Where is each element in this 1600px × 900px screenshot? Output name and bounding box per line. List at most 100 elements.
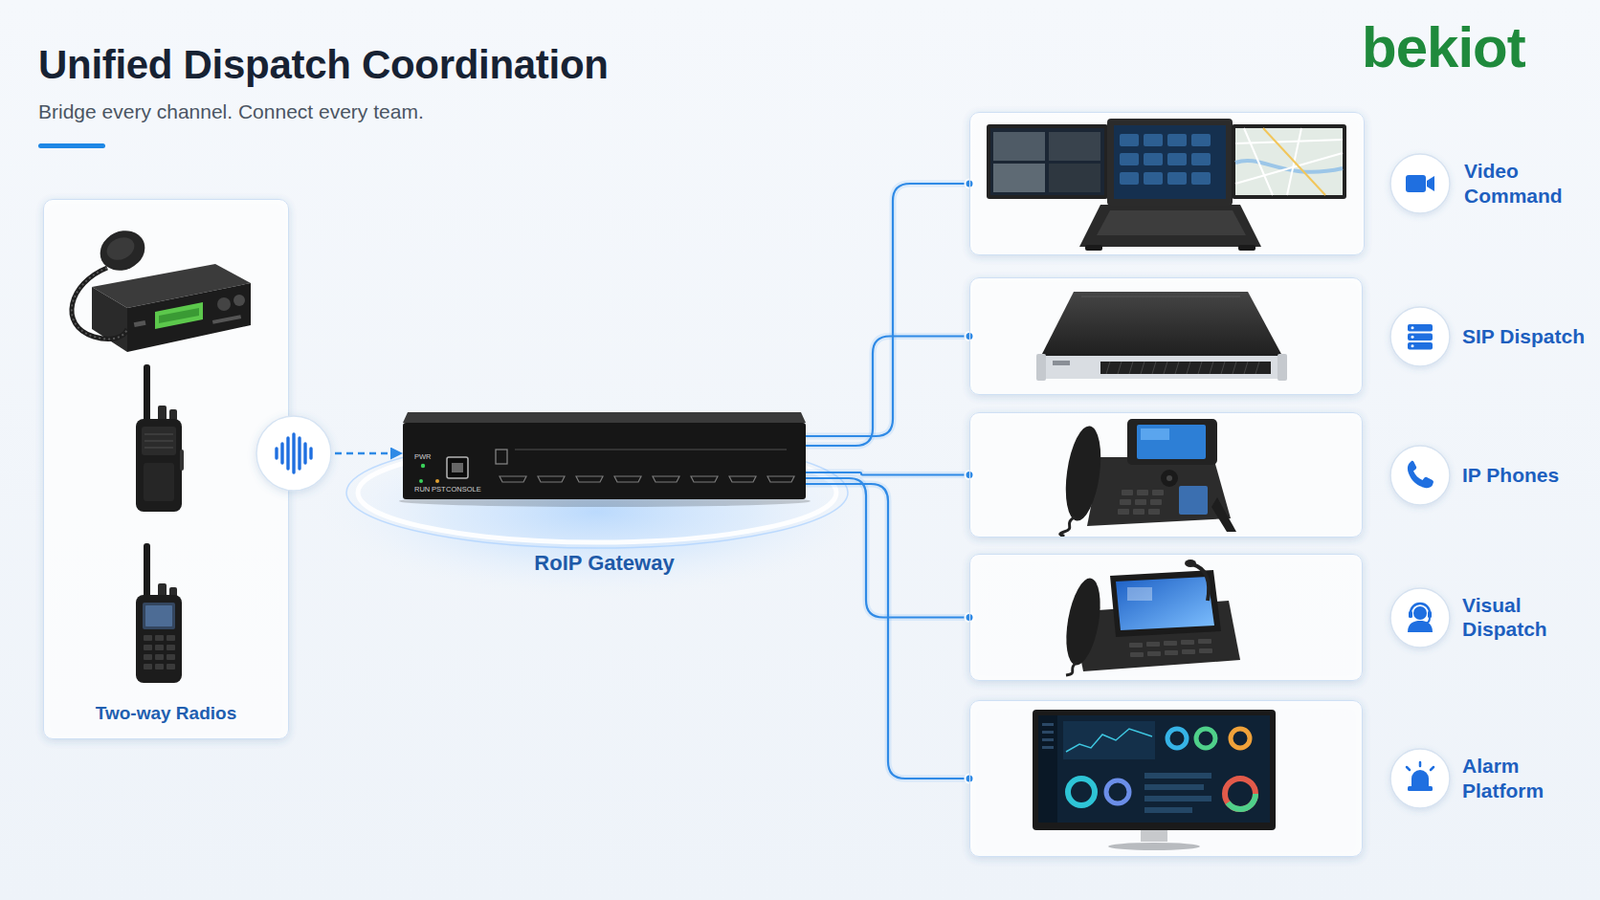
operator-icon bbox=[1407, 603, 1433, 633]
handheld-radio bbox=[166, 654, 176, 661]
video-phone bbox=[1164, 650, 1178, 656]
rugged-laptop bbox=[1096, 210, 1246, 236]
rugged-laptop bbox=[993, 163, 1045, 193]
ip-phone bbox=[1119, 499, 1132, 506]
video-phone bbox=[1163, 641, 1178, 646]
gateway-device bbox=[495, 449, 508, 465]
gateway-device bbox=[576, 476, 603, 483]
video-icon bbox=[1426, 176, 1435, 192]
icon-badge bbox=[1390, 749, 1450, 809]
text-stack: Video Command bbox=[1464, 158, 1572, 208]
rugged-laptop bbox=[986, 118, 1347, 251]
panel-fill bbox=[43, 199, 289, 740]
rugged-laptop bbox=[1235, 160, 1343, 173]
alarm-icon bbox=[1411, 770, 1429, 787]
rack-server bbox=[1052, 360, 1070, 366]
dashboard-monitor bbox=[1032, 710, 1276, 831]
rugged-laptop bbox=[1191, 172, 1211, 185]
rugged-laptop bbox=[1119, 172, 1139, 185]
rugged-laptop bbox=[1079, 204, 1262, 247]
handheld-radio bbox=[143, 664, 153, 670]
gateway-device bbox=[402, 422, 806, 500]
gateway-device bbox=[446, 457, 468, 479]
video-phone bbox=[1129, 639, 1213, 658]
mobile-radio bbox=[71, 267, 128, 339]
rugged-laptop bbox=[1107, 118, 1233, 206]
dashboard-monitor bbox=[1042, 738, 1054, 742]
panel-fill bbox=[969, 412, 1363, 538]
gateway-device bbox=[499, 476, 527, 483]
rugged-laptop bbox=[1191, 133, 1211, 147]
title-underline bbox=[38, 143, 106, 149]
dashboard-monitor bbox=[1042, 746, 1054, 750]
server-icon bbox=[1407, 333, 1433, 342]
rack-server bbox=[1081, 296, 1241, 298]
text-stack: Visual Dispatch bbox=[1462, 593, 1570, 643]
ip-phone bbox=[1117, 489, 1164, 515]
dashboard-monitor bbox=[1032, 710, 1276, 851]
alarm-icon bbox=[1406, 762, 1434, 792]
rugged-laptop bbox=[1143, 153, 1163, 166]
audio-wave-icon bbox=[256, 416, 332, 491]
handheld-radio bbox=[135, 364, 184, 512]
rugged-laptop bbox=[1048, 132, 1101, 161]
mobile-radio bbox=[212, 314, 242, 325]
server-icon bbox=[1407, 324, 1433, 351]
rack-server bbox=[1036, 354, 1046, 381]
video-icon bbox=[1405, 175, 1426, 193]
video-phone bbox=[1198, 639, 1212, 645]
audio-wave-icon bbox=[286, 438, 289, 469]
server-icon bbox=[1411, 326, 1415, 330]
box-heading: SIP Dispatch bbox=[1462, 324, 1585, 350]
rugged-laptop bbox=[1235, 128, 1343, 196]
rugged-laptop bbox=[986, 124, 1109, 200]
box-heading: IP Phones bbox=[1462, 463, 1559, 489]
handheld-radio bbox=[155, 644, 164, 651]
icon-badge bbox=[1390, 154, 1450, 809]
dashboard-monitor bbox=[1167, 729, 1187, 749]
text-stack: RoIP Gateway bbox=[402, 551, 806, 577]
rack-server bbox=[1140, 361, 1145, 375]
connector-line bbox=[805, 472, 970, 476]
rugged-laptop bbox=[1167, 153, 1187, 166]
dashboard-monitor bbox=[1144, 773, 1212, 779]
dashboard-monitor bbox=[1066, 729, 1153, 753]
rugged-laptop bbox=[990, 128, 1105, 196]
rack-server bbox=[1152, 361, 1156, 375]
rugged-laptop bbox=[1119, 133, 1139, 147]
gateway-device bbox=[729, 476, 756, 483]
audio-wave-icon bbox=[256, 416, 332, 491]
panel-fill bbox=[43, 111, 1365, 858]
led-label: PST bbox=[431, 486, 446, 494]
gateway-device bbox=[614, 476, 642, 483]
gateway-device bbox=[652, 476, 680, 483]
connector-glow bbox=[805, 484, 970, 779]
dashboard-monitor bbox=[1042, 723, 1054, 750]
ip-phone bbox=[1060, 419, 1237, 536]
ip-phone bbox=[1136, 424, 1206, 460]
operator-icon bbox=[1423, 618, 1430, 624]
video-phone bbox=[1184, 559, 1197, 568]
box-label: Two-way Radios bbox=[95, 703, 237, 726]
panel-fill bbox=[969, 277, 1363, 396]
connector-line bbox=[805, 336, 970, 447]
rack-server bbox=[1106, 361, 1260, 375]
ip-phone bbox=[1121, 489, 1134, 496]
operator-icon bbox=[1427, 611, 1432, 619]
rugged-laptop bbox=[1231, 124, 1347, 200]
rack-server bbox=[1186, 361, 1191, 375]
endpoint-box: Visual Dispatch bbox=[969, 554, 1363, 682]
video-phone bbox=[1192, 564, 1209, 601]
mobile-radio bbox=[103, 233, 138, 266]
ip-phone bbox=[1136, 489, 1149, 496]
dashboard-monitor bbox=[1108, 843, 1200, 851]
box-heading: Video Command bbox=[1464, 158, 1572, 208]
panel-fill bbox=[969, 700, 1363, 858]
gateway-device bbox=[499, 476, 795, 483]
rugged-laptop bbox=[1167, 172, 1187, 185]
mobile-radio bbox=[91, 287, 128, 353]
handheld-radio bbox=[155, 664, 164, 670]
audio-wave-icon bbox=[274, 448, 278, 459]
connector-line bbox=[805, 183, 970, 437]
